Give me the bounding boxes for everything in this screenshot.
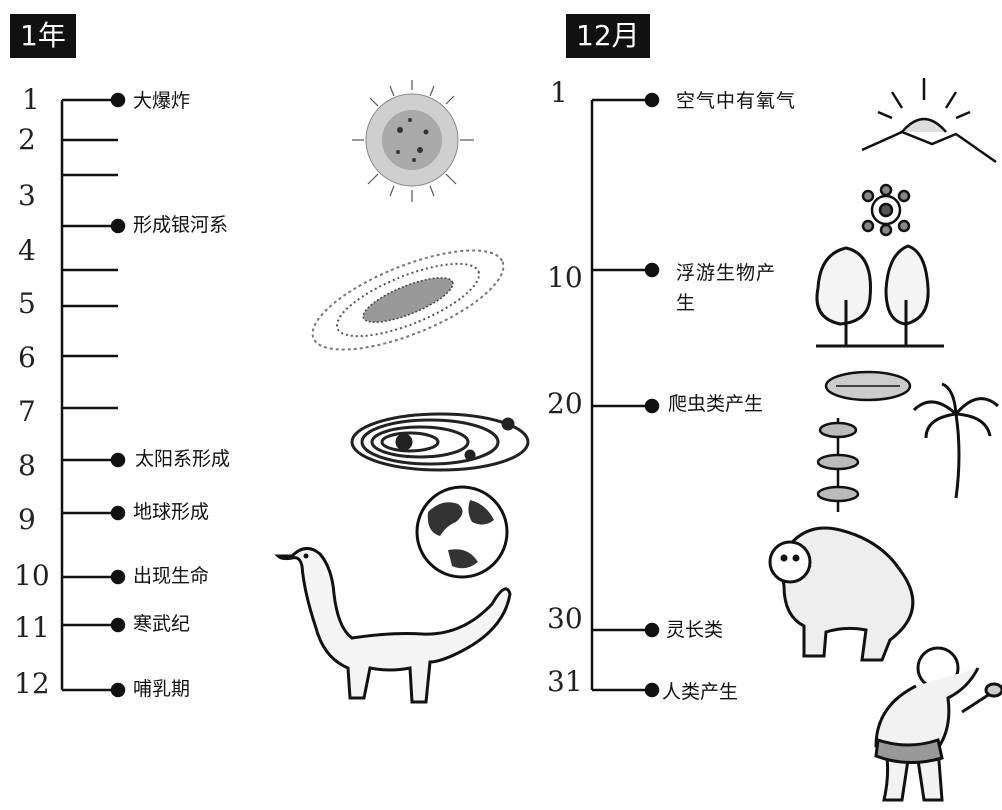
event-dot — [110, 92, 126, 108]
event-dot — [110, 682, 126, 698]
day-number: 30 — [547, 602, 583, 635]
dinosaur-icon — [274, 547, 512, 704]
month-number: 12 — [14, 667, 50, 700]
month-number: 11 — [14, 611, 50, 644]
event-label-primates: 灵长类 — [666, 619, 724, 641]
caveman-icon — [874, 646, 1002, 802]
plankton-icon — [861, 183, 911, 237]
solar-system-icon — [350, 412, 530, 472]
year-timeline — [60, 92, 126, 698]
event-dot — [644, 622, 660, 638]
december-title: 12月 — [566, 14, 650, 58]
event-dot — [110, 617, 126, 633]
month-number: 5 — [18, 287, 36, 320]
trees-icon — [815, 244, 944, 348]
event-label-mammals: 哺乳期 — [133, 678, 191, 700]
event-label-earth: 地球形成 — [133, 501, 210, 523]
month-number: 6 — [18, 341, 36, 374]
fern-icon — [816, 418, 860, 512]
event-label-reptiles: 爬虫类产生 — [668, 393, 764, 415]
month-number: 8 — [18, 449, 36, 482]
event-label-oxygen: 空气中有氧气 — [676, 90, 797, 112]
ape-icon — [768, 526, 915, 662]
month-number: 9 — [18, 503, 36, 536]
month-number: 4 — [18, 234, 36, 267]
event-dot — [644, 682, 660, 698]
event-dot — [110, 569, 126, 585]
event-label-plankton: 浮游生物产生 — [676, 262, 777, 314]
event-label-humans: 人类产生 — [662, 681, 739, 703]
big-bang-icon — [352, 80, 474, 202]
year-title: 1年 — [10, 14, 76, 58]
month-number: 2 — [18, 123, 36, 156]
day-number: 1 — [550, 76, 568, 109]
event-dot — [644, 398, 660, 414]
event-label-solar-system: 太阳系形成 — [135, 448, 231, 470]
galaxy-icon — [311, 249, 505, 351]
earth-icon — [415, 485, 509, 579]
trilobite-icon — [824, 370, 912, 402]
event-label-cambrian: 寒武纪 — [133, 613, 191, 635]
day-number: 31 — [547, 665, 583, 698]
event-dot — [110, 452, 126, 468]
day-number: 20 — [547, 387, 583, 420]
palm-tree-icon — [912, 382, 1000, 499]
event-label-life: 出现生命 — [133, 565, 210, 587]
month-number: 10 — [14, 559, 50, 592]
month-number: 7 — [18, 395, 36, 428]
month-number: 3 — [18, 179, 36, 212]
event-label-big-bang: 大爆炸 — [133, 90, 191, 112]
event-label-galaxy: 形成银河系 — [133, 214, 229, 236]
day-number: 10 — [547, 261, 583, 294]
month-number: 1 — [22, 83, 40, 116]
sunrise-icon — [861, 78, 997, 164]
event-dot — [644, 92, 660, 108]
december-timeline — [590, 92, 660, 698]
event-dot — [644, 262, 660, 278]
event-dot — [110, 505, 126, 521]
event-dot — [110, 218, 126, 234]
